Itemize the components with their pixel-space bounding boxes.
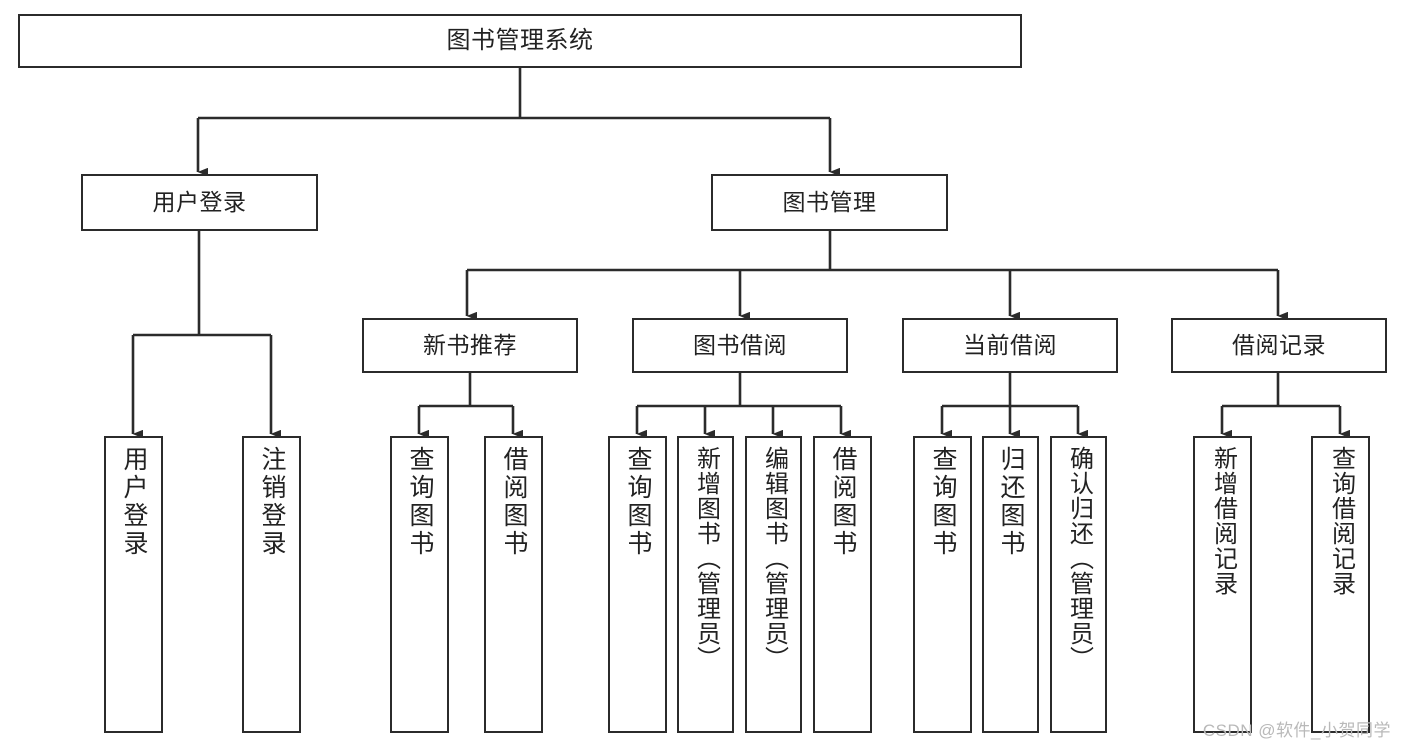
node-user-login[interactable]: 用户登录	[81, 174, 318, 231]
node-current-borrow[interactable]: 当前借阅	[902, 318, 1118, 373]
leaf-borrow-record-query-record[interactable]: 查询借阅记录	[1311, 436, 1370, 733]
node-new-book-recommend[interactable]: 新书推荐	[362, 318, 578, 373]
node-label: 图书管理系统	[446, 26, 594, 54]
node-label: 当前借阅	[963, 331, 1057, 358]
node-label: 归还图书	[997, 446, 1025, 558]
leaf-new-book-borrow-book[interactable]: 借阅图书	[484, 436, 543, 733]
node-label: 查询图书	[406, 446, 434, 558]
leaf-user-login-logout[interactable]: 注销登录	[242, 436, 301, 733]
leaf-borrow-record-add-record[interactable]: 新增借阅记录	[1193, 436, 1252, 733]
leaf-new-book-query-book[interactable]: 查询图书	[390, 436, 449, 733]
node-label: 借阅图书	[500, 446, 528, 558]
leaf-book-borrow-add-book-admin[interactable]: 新增图书（管理员）	[677, 436, 734, 733]
node-label: 新增图书（管理员）	[692, 446, 720, 671]
leaf-user-login-login[interactable]: 用户登录	[104, 436, 163, 733]
leaf-current-borrow-confirm-return-admin[interactable]: 确认归还（管理员）	[1050, 436, 1107, 733]
node-label: 查询图书	[929, 446, 957, 558]
node-borrow-record[interactable]: 借阅记录	[1171, 318, 1387, 373]
node-label: 确认归还（管理员）	[1065, 446, 1093, 671]
node-label: 新增借阅记录	[1209, 446, 1237, 596]
node-root-book-management-system[interactable]: 图书管理系统	[18, 14, 1022, 68]
node-label: 编辑图书（管理员）	[760, 446, 788, 671]
node-book-borrow[interactable]: 图书借阅	[632, 318, 848, 373]
node-label: 新书推荐	[423, 331, 517, 358]
node-label: 查询图书	[624, 446, 652, 558]
node-label: 查询借阅记录	[1327, 446, 1355, 596]
leaf-book-borrow-borrow-book[interactable]: 借阅图书	[813, 436, 872, 733]
node-book-management[interactable]: 图书管理	[711, 174, 948, 231]
leaf-book-borrow-query-book[interactable]: 查询图书	[608, 436, 667, 733]
node-label: 用户登录	[120, 446, 148, 558]
leaf-current-borrow-return-book[interactable]: 归还图书	[982, 436, 1039, 733]
node-label: 图书管理	[782, 188, 877, 215]
node-label: 用户登录	[152, 188, 247, 215]
node-label: 图书借阅	[693, 331, 787, 358]
csdn-watermark: CSDN @软件_小贺同学	[1202, 721, 1391, 740]
leaf-book-borrow-edit-book-admin[interactable]: 编辑图书（管理员）	[745, 436, 802, 733]
node-label: 借阅记录	[1232, 331, 1326, 358]
node-label: 借阅图书	[829, 446, 857, 558]
leaf-current-borrow-query-book[interactable]: 查询图书	[913, 436, 972, 733]
node-label: 注销登录	[258, 446, 286, 558]
